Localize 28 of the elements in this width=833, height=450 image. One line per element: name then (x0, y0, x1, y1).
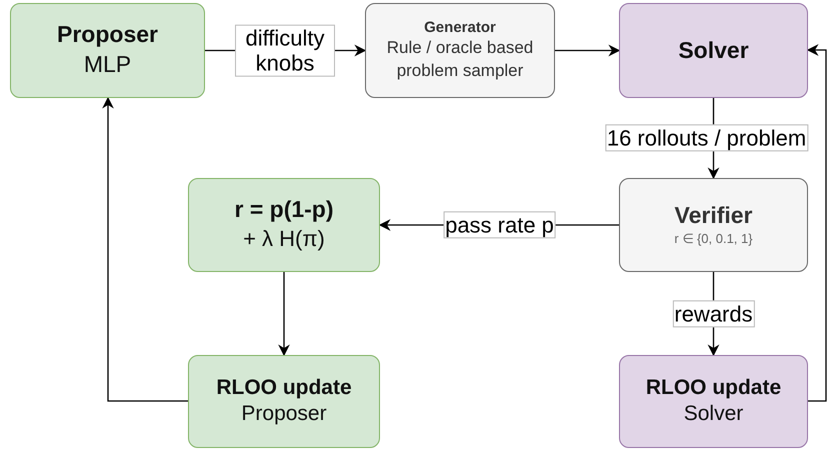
box-subtitle: + λ H(π) (243, 224, 325, 253)
process-box (188, 178, 380, 272)
arrow (102, 96, 188, 402)
box-title: Generator (424, 18, 496, 37)
arrow (806, 44, 827, 402)
box-title: Solver (678, 36, 749, 64)
process-box (619, 355, 808, 448)
process-box (10, 3, 205, 98)
edge-label: rewards (672, 300, 755, 328)
arrow (278, 272, 290, 356)
process-box (188, 355, 380, 448)
box-title: r = p(1-p) (234, 196, 334, 224)
process-box (365, 3, 555, 98)
box-subtitle: Proposer (241, 400, 327, 427)
edge-label: pass rate p (443, 211, 556, 239)
box-title: Verifier (674, 202, 752, 230)
box-title: RLOO update (646, 374, 782, 400)
box-subtitle: Rule / oracle based problem sampler (386, 36, 534, 82)
box-subtitle: r ∈ {0, 0.1, 1} (674, 230, 753, 248)
arrow (555, 44, 620, 56)
process-box (619, 3, 808, 98)
edge-label: 16 rollouts / problem (604, 124, 808, 152)
box-title: Proposer (57, 21, 158, 49)
box-subtitle: Solver (684, 400, 744, 427)
box-subtitle: MLP (84, 50, 132, 79)
process-box (619, 178, 808, 272)
box-title: RLOO update (216, 374, 352, 400)
edge-label: difficulty knobs (235, 24, 335, 77)
